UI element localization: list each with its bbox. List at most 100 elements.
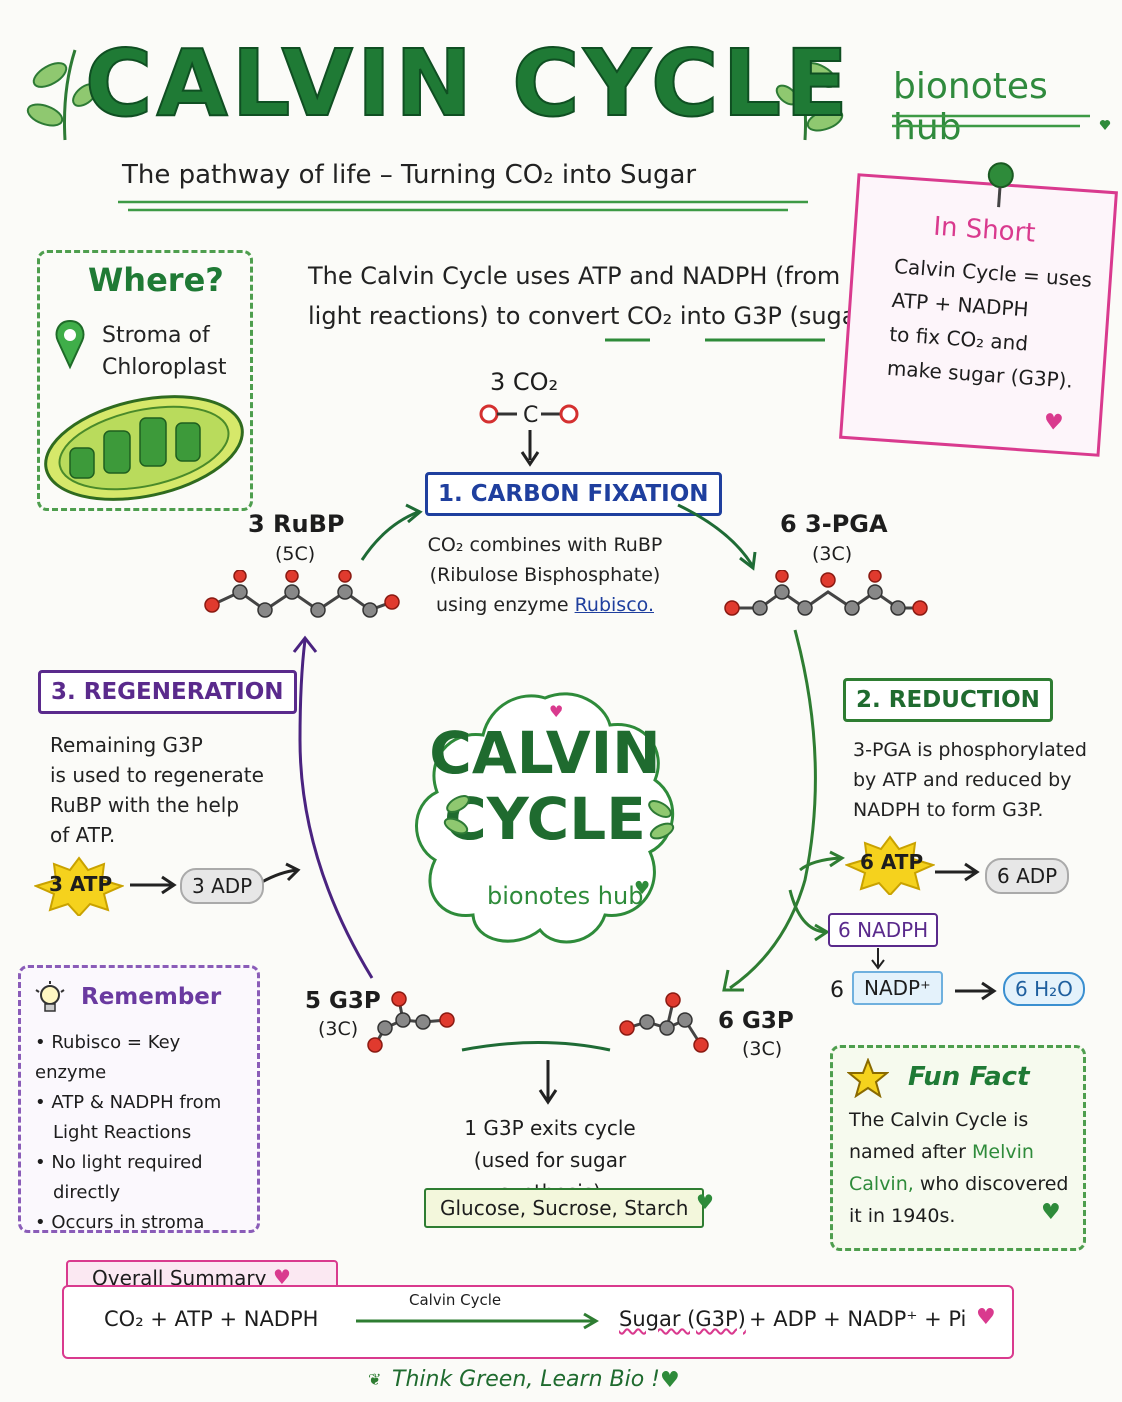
footer-leaf-icon: ❦ xyxy=(368,1370,382,1389)
reduction-adp: 6 ADP xyxy=(985,858,1070,894)
chloroplast-icon xyxy=(44,395,244,501)
remember-heading: Remember xyxy=(81,984,222,1010)
g3p-left-label: 5 G3P xyxy=(305,988,381,1014)
nadp-coefficient: 6 xyxy=(830,978,844,1003)
page-subtitle: The pathway of life – Turning CO₂ into S… xyxy=(122,160,697,190)
star-icon xyxy=(847,1058,889,1098)
page-title: CALVIN CYCLE xyxy=(84,29,852,138)
in-short-note: In Short Calvin Cycle = uses ATP + NADPH… xyxy=(839,162,1118,457)
summary-end-heart-icon: ♥ xyxy=(976,1305,996,1330)
fun-fact-line-2: named after Melvin xyxy=(849,1141,1034,1163)
sugar-products: Glucose, Sucrose, Starch xyxy=(424,1188,705,1228)
center-brand-heart-icon: ♥ xyxy=(634,878,651,899)
fun-fact-box: Fun Fact The Calvin Cycle is named after… xyxy=(830,1045,1086,1251)
rubp-carbons: (5C) xyxy=(275,543,316,565)
regeneration-line-1: Remaining G3P xyxy=(50,733,203,757)
heart-icon: ♥ xyxy=(1042,409,1065,437)
summary-box: CO₂ + ATP + NADPH Calvin Cycle Sugar (G3… xyxy=(62,1285,1014,1359)
remember-item-4: • Occurs in stroma xyxy=(35,1212,205,1233)
fixation-line-3: using enzyme Rubisco. xyxy=(436,594,654,616)
exit-line-1: 1 G3P exits cycle xyxy=(464,1116,636,1140)
leaf-sprig-left-icon xyxy=(26,49,95,141)
products-heart-icon: ♥ xyxy=(696,1190,714,1214)
center-title: CALVIN CYCLE xyxy=(405,720,685,852)
intro-line-1: The Calvin Cycle uses ATP and NADPH (fro… xyxy=(308,262,841,290)
remember-box: Remember • Rubisco = Key enzyme • ATP & … xyxy=(18,965,260,1233)
reduction-line-2: by ATP and reduced by xyxy=(853,769,1072,791)
subtitle-underline xyxy=(118,200,808,212)
regeneration-line-3: RuBP with the help xyxy=(50,793,240,817)
fixation-line-1: CO₂ combines with RuBP xyxy=(427,534,663,556)
co2-molecule-icon: C xyxy=(479,403,579,467)
carbon-fixation-title: 1. CARBON FIXATION xyxy=(425,472,722,516)
g3p-right-molecule-icon xyxy=(619,992,709,1053)
where-heading: Where? xyxy=(88,261,224,299)
regeneration-title: 3. REGENERATION xyxy=(38,670,297,714)
summary-products-rest: + ADP + NADP⁺ + Pi xyxy=(749,1307,967,1331)
remember-item-3: • No light required xyxy=(35,1152,203,1173)
brand-underline xyxy=(892,114,1111,130)
co2-input-label: 3 CO₂ xyxy=(490,368,559,396)
intro-line-2: light reactions) to convert CO₂ into G3P… xyxy=(308,302,884,330)
center-line-1: CALVIN xyxy=(429,719,661,787)
in-short-body: Calvin Cycle = uses ATP + NADPH to fix C… xyxy=(886,249,1093,398)
reduction-line-1: 3-PGA is phosphorylated xyxy=(853,739,1087,761)
center-cloud xyxy=(415,692,675,944)
fun-fact-heading: Fun Fact xyxy=(908,1062,1030,1092)
regeneration-line-4: of ATP. xyxy=(50,823,116,847)
in-short-heading: In Short xyxy=(932,211,1037,249)
reduction-water: 6 H₂O xyxy=(1003,972,1085,1006)
fun-fact-text: The Calvin Cycle is named after Melvin C… xyxy=(849,1104,1068,1232)
where-line-1: Stroma of xyxy=(102,323,210,348)
summary-arrow xyxy=(356,1312,599,1330)
rubisco-highlight: Rubisco. xyxy=(574,594,654,616)
melvin-highlight: Melvin xyxy=(971,1141,1034,1163)
pushpin-icon xyxy=(987,162,1014,208)
location-pin-icon xyxy=(55,319,85,370)
remember-item-2: • ATP & NADPH from xyxy=(35,1092,222,1113)
intro-underline xyxy=(605,338,825,342)
fun-fact-line-3: Calvin, who discovered xyxy=(849,1173,1069,1195)
reduction-atp: 6 ATP xyxy=(860,850,924,874)
pga-molecule-icon xyxy=(724,570,928,616)
reduction-nadph: 6 NADPH xyxy=(828,913,939,947)
center-line-2: CYCLE xyxy=(444,785,646,853)
rubp-label: 3 RuBP xyxy=(248,510,345,538)
leaf-icon xyxy=(443,795,470,835)
where-box: Where? Stroma of Chloroplast xyxy=(37,250,253,511)
summary-reactants: CO₂ + ATP + NADPH xyxy=(104,1307,319,1331)
footer-heart-icon: ♥ xyxy=(660,1368,680,1393)
fun-fact-line-1: The Calvin Cycle is xyxy=(849,1109,1029,1131)
reduction-line-3: NADPH to form G3P. xyxy=(853,799,1044,821)
regeneration-text: Remaining G3P is used to regenerate RuBP… xyxy=(50,730,264,850)
calvin-highlight: Calvin, xyxy=(849,1173,914,1195)
intro-text: The Calvin Cycle uses ATP and NADPH (fro… xyxy=(308,256,883,336)
where-line-2: Chloroplast xyxy=(102,355,227,380)
pga-label: 6 3-PGA xyxy=(780,510,888,538)
fun-fact-line-4: it in 1940s. xyxy=(849,1205,956,1227)
reduction-text: 3-PGA is phosphorylated by ATP and reduc… xyxy=(853,735,1087,825)
reduction-title: 2. REDUCTION xyxy=(843,678,1053,722)
lightbulb-icon xyxy=(35,981,65,1012)
atp-burst-icon xyxy=(34,856,124,916)
remember-item-3-continuation: directly xyxy=(53,1182,121,1203)
summary-heart-icon: ♥ xyxy=(273,1265,291,1289)
g3p-right-carbons: (3C) xyxy=(742,1038,783,1060)
g3p-left-carbons: (3C) xyxy=(318,1018,359,1040)
fun-fact-heart-icon: ♥ xyxy=(1041,1200,1061,1225)
remember-list: • Rubisco = Key enzyme • ATP & NADPH fro… xyxy=(35,1028,257,1238)
carbon-fixation-text: CO₂ combines with RuBP (Ribulose Bisphos… xyxy=(420,530,670,620)
remember-item-1: • Rubisco = Key enzyme xyxy=(35,1032,181,1083)
g3p-left-molecule-icon xyxy=(367,991,455,1053)
fixation-line-2: (Ribulose Bisphosphate) xyxy=(429,564,661,586)
summary-product-sugar: Sugar (G3P) xyxy=(619,1307,746,1331)
svg-text:C: C xyxy=(523,403,538,428)
rubp-molecule-icon xyxy=(204,570,400,618)
atp-burst-icon xyxy=(845,835,935,895)
center-brand: bionotes hub xyxy=(487,882,644,910)
regeneration-adp: 3 ADP xyxy=(180,868,265,904)
reduction-nadp: NADP⁺ xyxy=(852,971,943,1005)
leaf-icon xyxy=(648,800,675,840)
footer-text: Think Green, Learn Bio ! xyxy=(392,1367,660,1392)
